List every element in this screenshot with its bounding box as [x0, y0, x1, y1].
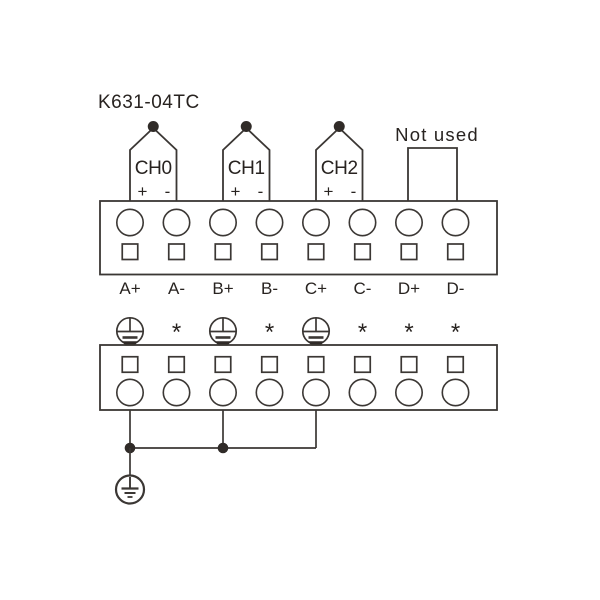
wire-entry-square	[353, 355, 372, 374]
terminal-label: C-	[354, 279, 372, 298]
channel-connector-ch0: CH0 + -	[129, 121, 178, 201]
minus-label: -	[258, 182, 264, 201]
wire-entry-square	[446, 243, 465, 261]
minus-label: -	[165, 182, 171, 201]
minus-label: -	[351, 182, 357, 201]
wire-entry-square	[214, 355, 232, 374]
thermocouple-junction-dot-icon	[147, 121, 159, 132]
wire-entry-square	[307, 355, 325, 374]
wire-entry-square	[121, 355, 139, 374]
terminal-block-outline	[99, 200, 498, 276]
asterisk-marker: *	[451, 319, 460, 346]
asterisk-marker: *	[265, 319, 274, 346]
terminal-label-row: A+ A- B+ B- C+ C- D+ D-	[119, 279, 464, 298]
screw-terminal-icon	[255, 378, 284, 407]
ground-wiring	[114, 410, 317, 505]
channel-connector-ch1: CH1 + -	[222, 121, 271, 201]
channel-connector-ch2: CH2 + -	[315, 121, 364, 201]
screw-terminal-icon	[348, 208, 377, 237]
asterisk-marker: *	[358, 319, 367, 346]
screw-terminal-icon	[441, 378, 470, 407]
terminal-block-outline	[99, 344, 498, 411]
shield-terminal-icon	[301, 316, 331, 346]
plus-label: +	[324, 182, 334, 201]
channel-label: CH2	[321, 158, 358, 179]
wire-entry-square	[307, 243, 325, 261]
screw-terminal-icon	[348, 378, 377, 407]
screw-terminal-icon	[394, 378, 423, 407]
terminal-label: A+	[119, 279, 140, 298]
screw-terminal-icon	[394, 208, 423, 237]
terminal-label: B+	[212, 279, 233, 298]
lower-terminal-block	[99, 344, 498, 411]
wire-entry-square	[214, 243, 232, 261]
screw-terminal-icon	[441, 208, 470, 237]
thermocouple-junction-dot-icon	[240, 121, 252, 132]
screw-terminal-icon	[162, 208, 191, 237]
screw-terminal-icon	[209, 208, 238, 237]
earth-circle	[114, 474, 146, 505]
wire-entry-square	[167, 355, 186, 374]
wire-entry-square	[400, 355, 418, 374]
not-used-label: Not used	[395, 124, 479, 145]
thermocouple-junction-dot-icon	[333, 121, 345, 132]
page-title: K631-04TC	[98, 92, 200, 113]
terminal-label: D+	[398, 279, 420, 298]
wire-entry-square	[260, 355, 279, 374]
terminal-label: B-	[261, 279, 278, 298]
screw-terminal-icon	[162, 378, 191, 407]
upper-terminal-block	[99, 200, 498, 276]
protective-earth-icon	[114, 474, 146, 505]
wire-entry-square	[353, 243, 372, 261]
wire-entry-square	[167, 243, 186, 261]
channel-label: CH1	[228, 158, 265, 179]
screw-terminal-icon	[255, 208, 284, 237]
shield-terminal-icon	[208, 316, 238, 346]
asterisk-marker: *	[172, 319, 181, 346]
terminal-label: C+	[305, 279, 327, 298]
screw-terminal-icon	[301, 378, 330, 407]
terminal-label: A-	[168, 279, 185, 298]
screw-terminal-icon	[209, 378, 238, 407]
not-used-bracket: Not used	[395, 124, 479, 201]
wire-entry-square	[121, 243, 139, 261]
junction-dot-icon	[217, 442, 229, 454]
screw-terminal-icon	[116, 208, 145, 237]
wire-entry-square	[400, 243, 418, 261]
bracket-outline	[407, 147, 458, 201]
plus-label: +	[138, 182, 148, 201]
terminal-label: D-	[447, 279, 465, 298]
asterisk-marker: *	[404, 319, 413, 346]
channel-label: CH0	[135, 158, 172, 179]
plus-label: +	[231, 182, 241, 201]
wire-entry-square	[446, 355, 465, 374]
wire-entry-square	[260, 243, 279, 261]
shield-terminal-icon	[115, 316, 145, 346]
screw-terminal-icon	[116, 378, 145, 407]
screw-terminal-icon	[301, 208, 330, 237]
